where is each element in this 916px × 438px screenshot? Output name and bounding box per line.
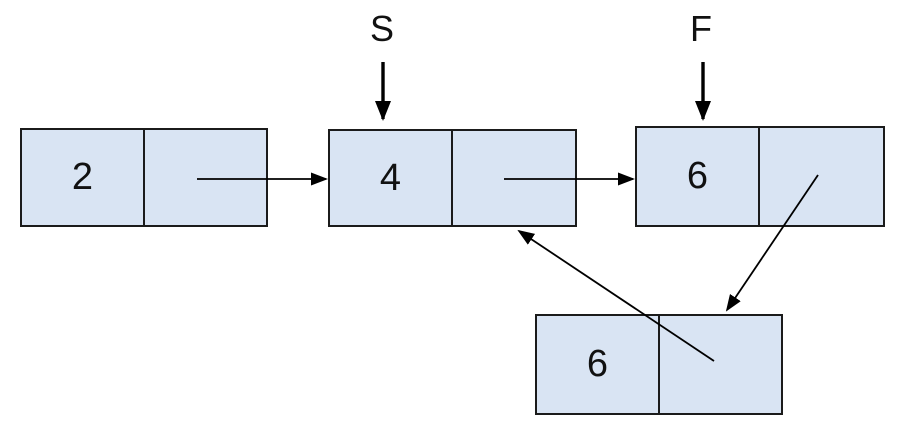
- pointer-label-f: F: [690, 8, 712, 49]
- node-value-cell: 6: [537, 316, 660, 413]
- node-value-cell: 4: [330, 131, 453, 225]
- node-pointer-cell: [760, 128, 883, 225]
- node-pointer-cell: [660, 316, 781, 413]
- node-value-cell: 2: [22, 130, 145, 225]
- list-node-c: 6: [635, 126, 885, 227]
- list-node-b: 4: [328, 129, 577, 227]
- list-node-a: 2: [20, 128, 268, 227]
- pointer-label-s: S: [369, 8, 394, 49]
- node-pointer-cell: [453, 131, 575, 225]
- list-node-d: 6: [535, 314, 783, 415]
- node-pointer-cell: [145, 130, 266, 225]
- node-value-cell: 6: [637, 128, 760, 225]
